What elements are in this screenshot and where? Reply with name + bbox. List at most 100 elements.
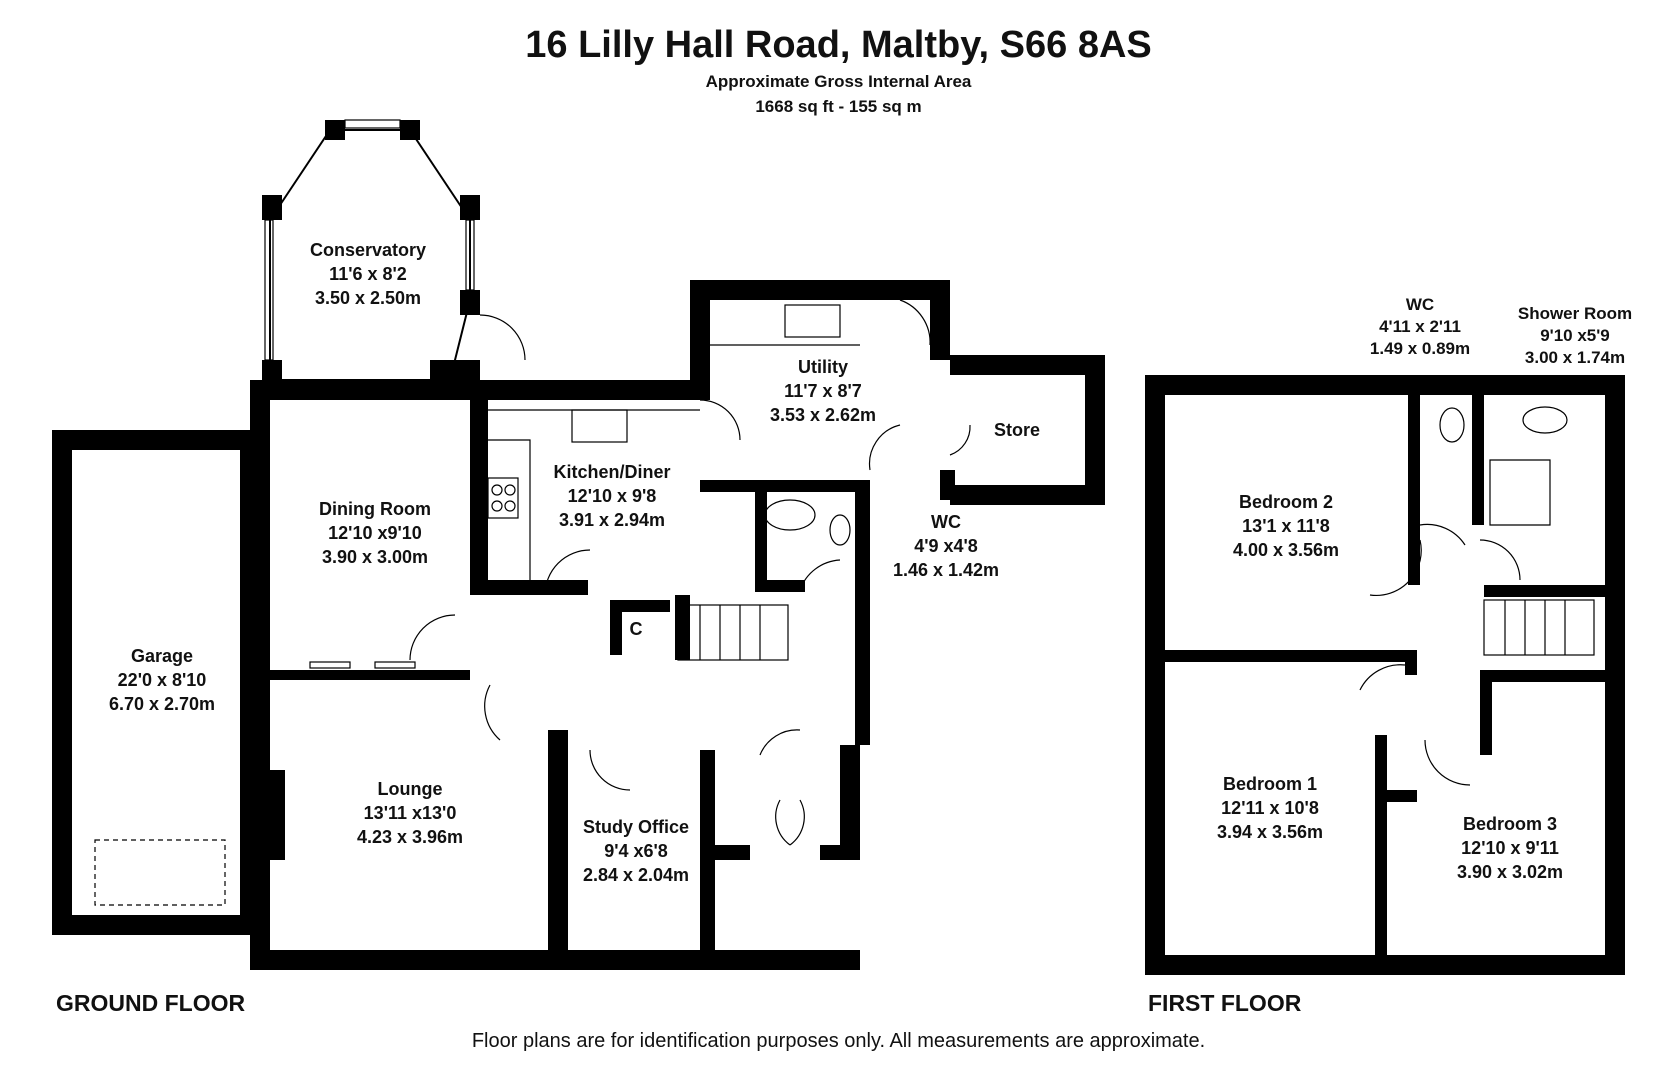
room-metric: 3.50 x 2.50m (314, 288, 422, 308)
wall (1145, 375, 1165, 975)
room-metric: 3.91 x 2.94m (558, 510, 666, 530)
room-imperial: 12'10 x9'10 (328, 523, 422, 543)
door-swing (409, 614, 456, 661)
room-name: Bedroom 2 (1238, 492, 1334, 512)
window (1449, 957, 1541, 969)
wall (840, 745, 860, 855)
shower-tray (1489, 459, 1551, 526)
wall (1480, 670, 1492, 755)
counter (488, 439, 531, 595)
door-swing (759, 729, 801, 756)
room-name: Kitchen/Diner (553, 462, 671, 482)
wall (1472, 395, 1484, 525)
room-name: Dining Room (319, 499, 431, 519)
wall (950, 485, 1105, 505)
wall (690, 280, 940, 300)
room-name: WC (931, 512, 961, 532)
sink (784, 304, 841, 338)
room-name: Study Office (582, 817, 689, 837)
wall (940, 470, 955, 500)
room-imperial: 22'0 x 8'10 (117, 670, 207, 690)
room-dining: Dining Room 12'10 x9'10 3.90 x 3.00m (319, 497, 431, 569)
conservatory-outline (269, 129, 471, 381)
disclaimer-footer: Floor plans are for identification purpo… (471, 1030, 1206, 1052)
room-study-office: Study Office 9'4 x6'8 2.84 x 2.04m (583, 815, 689, 887)
wall (270, 670, 470, 680)
door-swing (1359, 664, 1406, 691)
room-metric: 3.90 x 3.02m (1456, 862, 1564, 882)
room-kitchen-diner: Kitchen/Diner 12'10 x 9'8 3.91 x 2.94m (553, 460, 670, 532)
hob-ring (504, 484, 516, 496)
window (774, 281, 836, 293)
garage-door (94, 839, 226, 906)
sliding-door (309, 661, 351, 669)
wall (1405, 650, 1417, 675)
basin (764, 499, 816, 531)
door-swing (1424, 739, 1471, 786)
room-metric: 6.70 x 2.70m (108, 694, 216, 714)
wall (1484, 585, 1605, 597)
stairs (677, 604, 789, 661)
room-imperial: 11'6 x 8'2 (329, 264, 407, 284)
room-bedroom-3: Bedroom 3 12'10 x 9'11 3.90 x 3.02m (1457, 812, 1563, 884)
sliding-door (374, 661, 416, 669)
door-swing (899, 299, 931, 346)
wall (1145, 955, 1625, 975)
room-metric: 4.23 x 3.96m (356, 827, 464, 847)
plan-subtitle: Approximate Gross Internal Area (705, 72, 972, 91)
room-store: Store (994, 418, 1040, 442)
first-floor-label: FIRST FLOOR (1148, 990, 1302, 1016)
wall (52, 430, 72, 935)
room-shower: Shower Room 9'10 x5'9 3.00 x 1.74m (1518, 303, 1632, 369)
wall (610, 600, 670, 612)
door-swing (789, 799, 805, 846)
room-name: WC (1405, 295, 1435, 314)
hob-ring (491, 500, 503, 512)
wall (755, 580, 805, 592)
plan-area: 1668 sq ft - 155 sq m (755, 97, 922, 116)
room-imperial: 13'1 x 11'8 (1242, 516, 1330, 536)
wall (1375, 735, 1387, 955)
window (1209, 957, 1311, 969)
room-metric: 1.46 x 1.42m (892, 560, 1000, 580)
room-name: Lounge (377, 779, 443, 799)
room-metric: 3.94 x 3.56m (1216, 822, 1324, 842)
door-swing (1419, 523, 1466, 546)
window (1224, 377, 1346, 389)
room-bedroom-1: Bedroom 1 12'11 x 10'8 3.94 x 3.56m (1217, 772, 1323, 844)
room-lounge: Lounge 13'11 x13'0 4.23 x 3.96m (357, 777, 463, 849)
wall (430, 360, 480, 380)
wall (262, 360, 282, 385)
wall (820, 845, 860, 860)
wall (250, 380, 700, 400)
door-swing (699, 399, 741, 441)
room-utility: Utility 11'7 x 8'7 3.53 x 2.62m (770, 355, 876, 427)
wall (1085, 355, 1105, 505)
room-metric: 3.53 x 2.62m (769, 405, 877, 425)
room-name: Conservatory (309, 240, 427, 260)
wall (262, 195, 282, 220)
wall (930, 280, 950, 360)
wall (52, 430, 257, 450)
wall (1165, 650, 1415, 662)
plan-details (94, 119, 1595, 969)
room-imperial: 11'7 x 8'7 (784, 381, 862, 401)
room-name: Garage (130, 646, 194, 666)
wall (548, 730, 568, 970)
room-name: C (629, 619, 643, 639)
room-imperial: 12'11 x 10'8 (1221, 798, 1319, 818)
wall (250, 380, 270, 970)
hob (487, 477, 519, 519)
room-metric: 2.84 x 2.04m (582, 865, 690, 885)
room-imperial: 9'4 x6'8 (604, 841, 668, 861)
window (374, 389, 456, 399)
wall (715, 845, 750, 860)
door-swing (799, 559, 841, 591)
room-bedroom-2: Bedroom 2 13'1 x 11'8 4.00 x 3.56m (1233, 490, 1339, 562)
room-conservatory: Conservatory 11'6 x 8'2 3.50 x 2.50m (310, 238, 426, 310)
wall (755, 480, 767, 590)
room-name: Store (993, 420, 1041, 440)
room-name: Bedroom 3 (1462, 814, 1558, 834)
basin (1522, 406, 1568, 434)
